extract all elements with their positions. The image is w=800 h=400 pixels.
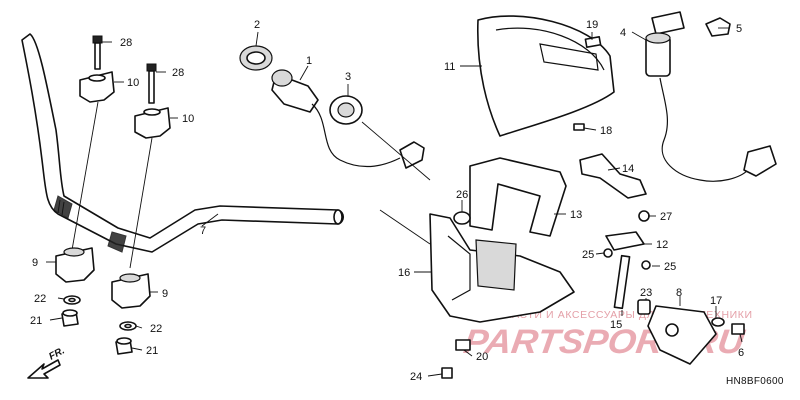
- bolt-27: [638, 210, 650, 222]
- grip-end-2: [239, 45, 273, 71]
- lower-holder-right: [111, 273, 151, 309]
- callout-15: 15: [610, 319, 622, 331]
- callout-9-right: 9: [162, 288, 168, 300]
- callout-7: 7: [200, 225, 206, 237]
- nut-25a: [603, 248, 613, 258]
- ignition-switch-4: [645, 11, 777, 182]
- callout-27: 27: [660, 211, 672, 223]
- washer-22-right: [119, 321, 137, 331]
- callout-17: 17: [710, 295, 722, 307]
- callout-23: 23: [640, 287, 652, 299]
- screw-20: [455, 339, 471, 351]
- bolt-28-left: [92, 35, 103, 70]
- callout-12: 12: [656, 239, 668, 251]
- callout-5: 5: [736, 23, 742, 35]
- callout-22-right: 22: [150, 323, 162, 335]
- callout-25-b: 25: [664, 261, 676, 273]
- lower-cover-16: [429, 213, 575, 323]
- nut-25b: [641, 260, 651, 270]
- cover-5: [705, 17, 731, 37]
- svg-text:FR.: FR.: [47, 345, 66, 362]
- callout-13: 13: [570, 209, 582, 221]
- plate-8: [647, 305, 717, 365]
- switch-housing-3: [329, 95, 363, 125]
- callout-21-left: 21: [30, 315, 42, 327]
- washer-22-left: [63, 295, 81, 305]
- callout-21-right: 21: [146, 345, 158, 357]
- callout-10-right: 10: [182, 113, 194, 125]
- callout-25-a: 25: [582, 249, 594, 261]
- callout-28-right: 28: [172, 67, 184, 79]
- meter-visor-11: [476, 15, 615, 137]
- handlebar-knurl-right: [107, 231, 127, 253]
- bracket-14: [579, 153, 647, 199]
- upper-holder-right: [134, 107, 171, 139]
- callout-10-left: 10: [127, 77, 139, 89]
- clip-18: [573, 123, 585, 131]
- callout-24: 24: [410, 371, 422, 383]
- callout-26: 26: [456, 189, 468, 201]
- lower-holder-left: [55, 247, 95, 283]
- upper-holder-left: [79, 71, 115, 103]
- rod-15: [613, 254, 631, 310]
- nut-26: [453, 211, 471, 225]
- bolt-28-right: [146, 63, 157, 104]
- callout-6: 6: [738, 347, 744, 359]
- callout-20: 20: [476, 351, 488, 363]
- grommet-17: [711, 317, 725, 327]
- throttle-assembly-1: [271, 69, 425, 169]
- callout-16: 16: [398, 267, 410, 279]
- callout-22-left: 22: [34, 293, 46, 305]
- callouts: 28 28 10 10 7 9 9 22 22 21 21 2 1 3 11 1…: [30, 19, 744, 383]
- front-direction-arrow: FR.: [27, 345, 67, 379]
- callout-11: 11: [444, 61, 455, 73]
- nut-21-left: [61, 309, 79, 327]
- clip-19: [584, 36, 602, 48]
- handlebar: [21, 33, 345, 253]
- callout-8: 8: [676, 287, 682, 299]
- cap-23: [637, 299, 651, 315]
- callout-1: 1: [306, 55, 312, 67]
- screw-24: [441, 367, 453, 379]
- handlebar-knurl-left: [53, 195, 73, 219]
- leader-lines: [46, 27, 743, 377]
- callout-28-left: 28: [120, 37, 132, 49]
- bolt-6: [731, 323, 745, 335]
- nut-21-right: [115, 337, 133, 355]
- callout-18: 18: [600, 125, 612, 137]
- bracket-12: [605, 231, 645, 251]
- callout-4: 4: [620, 27, 626, 39]
- callout-3: 3: [345, 71, 351, 83]
- callout-19: 19: [586, 19, 598, 31]
- callout-9-left: 9: [32, 257, 38, 269]
- callout-2: 2: [254, 19, 260, 31]
- bracket-13: [469, 157, 567, 237]
- callout-14: 14: [622, 163, 634, 175]
- diagram-code: HN8BF0600: [726, 376, 784, 387]
